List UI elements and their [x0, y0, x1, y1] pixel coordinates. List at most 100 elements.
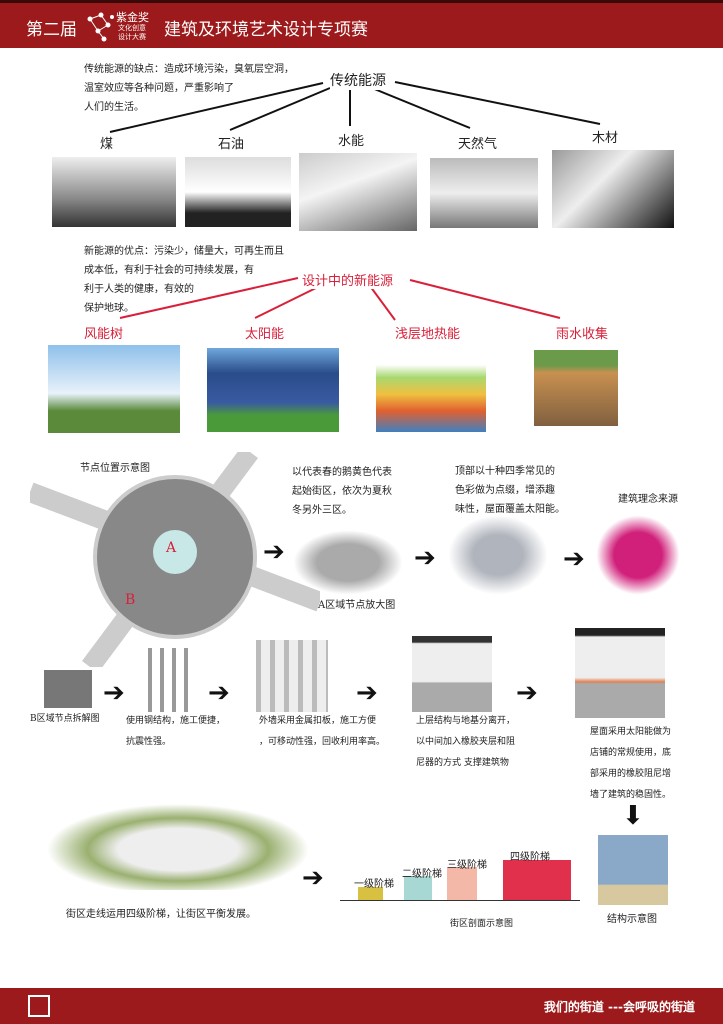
text-line: 以代表春的鹅黄色代表 — [292, 467, 392, 478]
level-2-block — [404, 876, 432, 900]
logo-main: 紫金奖 — [116, 11, 149, 24]
section-caption: 街区剖面示意图 — [450, 919, 514, 929]
wood-photo — [552, 150, 674, 228]
text-line: 冬另外三区。 — [292, 505, 352, 516]
solar-label: 太阳能 — [245, 327, 285, 342]
marker-a: A — [166, 540, 177, 556]
arrow-right-icon: ➔ — [563, 544, 585, 574]
ground-line — [340, 900, 580, 901]
header-bar: 第二届 紫金奖 文化创意 设计大赛 建筑及环境艺术设计专项赛 — [0, 0, 723, 48]
level-2-label: 二级阶梯 — [402, 869, 442, 880]
arrow-right-icon: ➔ — [263, 537, 285, 567]
text-line: 上层结构与地基分离开， — [416, 716, 516, 726]
text-line: 以中间加入橡胶夹层和阻 — [416, 737, 516, 747]
level-1-label: 一级阶梯 — [354, 879, 394, 890]
oil-photo — [185, 157, 291, 227]
arrow-down-icon: ⬇ — [622, 801, 644, 831]
street-aerial-render — [36, 800, 320, 890]
zone-a-label: A区域节点放大图 — [318, 600, 396, 611]
text-line: 外墙采用金属扣板，施工方便 — [259, 716, 377, 726]
wind-tree-label: 风能树 — [84, 327, 124, 342]
energy-hydro-label: 水能 — [338, 134, 365, 149]
zone-a-text: 以代表春的鹅黄色代表 起始街区，依次为夏秋 冬另外三区。 — [292, 463, 392, 520]
hydro-photo — [299, 153, 417, 231]
roof-text: 顶部以十种四季常见的 色彩做为点缀，增添趣 味性，屋面覆盖太阳能。 — [455, 462, 565, 519]
desc-line: 成本低，有利于社会的可持续发展，有 — [84, 265, 254, 276]
structure-caption: 结构示意图 — [607, 914, 657, 925]
solar-photo — [207, 348, 339, 432]
step5-caption: 屋面采用太阳能做为店铺的常规使用，底部采用的橡胶阻尼增墙了建筑的稳固性。 — [590, 722, 671, 806]
text-line: 墙了建筑的稳固性。 — [590, 790, 672, 800]
logo-sub2: 设计大赛 — [118, 33, 146, 41]
footer-bar: 我们的街道 ---会呼吸的街道 — [0, 988, 723, 1024]
arrow-right-icon: ➔ — [302, 863, 324, 893]
traditional-title: 传统能源 — [330, 70, 386, 90]
text-line: 使用钢结构，施工便捷， — [126, 716, 226, 726]
level-1-block — [358, 887, 383, 900]
desc-line: 新能源的优点：污染少，储量大，可再生而且 — [84, 246, 284, 257]
text-line: 屋面采用太阳能做为 — [590, 727, 672, 737]
new-energy-title: 设计中的新能源 — [302, 270, 394, 289]
gas-photo — [430, 158, 538, 228]
arrow-right-icon: ➔ — [103, 678, 125, 708]
arrow-right-icon: ➔ — [516, 678, 538, 708]
structure-diagram — [598, 835, 668, 905]
level-3-block — [447, 867, 477, 900]
rainwater-diagram — [534, 350, 618, 426]
arrow-right-icon: ➔ — [208, 678, 230, 708]
arrow-right-icon: ➔ — [414, 543, 436, 573]
step2-model — [148, 648, 196, 712]
step1-caption: B区域节点拆解图 — [30, 714, 100, 724]
text-line: 店铺的常规使用，底 — [590, 748, 672, 758]
step3-caption: 外墙采用金属扣板，施工方便 ，可移动性强，回收利用率高。 — [259, 711, 385, 753]
energy-oil-label: 石油 — [218, 137, 245, 152]
arrow-right-icon: ➔ — [356, 678, 378, 708]
coal-photo — [52, 157, 176, 227]
zone-a-model — [293, 530, 403, 595]
text-line: 抗震性强。 — [126, 737, 172, 747]
level-4-block — [503, 860, 571, 900]
edition-label: 第二届 — [26, 20, 77, 40]
text-line: 起始街区，依次为夏秋 — [292, 486, 392, 497]
logo-sub1: 文化创意 — [118, 24, 146, 32]
geothermal-label: 浅层地热能 — [395, 327, 461, 342]
site-plan-label: 节点位置示意图 — [80, 463, 150, 474]
wind-tree-photo — [48, 345, 180, 433]
flower-photo — [596, 515, 680, 595]
street-caption: 街区走线运用四级阶梯，让街区平衡发展。 — [66, 909, 256, 920]
step1-model — [44, 670, 92, 708]
text-line: 尼器的方式 支撑建筑物 — [416, 758, 509, 768]
footer-slogan: 我们的街道 ---会呼吸的街道 — [543, 1000, 695, 1014]
text-line: ，可移动性强，回收利用率高。 — [259, 737, 386, 747]
energy-coal-label: 煤 — [100, 137, 114, 152]
desc-line: 温室效应等各种问题，严重影响了 — [84, 83, 234, 94]
desc-line: 人们的生活。 — [84, 102, 144, 113]
marker-b: B — [125, 592, 136, 608]
text-line: 味性，屋面覆盖太阳能。 — [455, 504, 565, 515]
desc-line: 利于人类的健康，有效的 — [84, 284, 194, 295]
site-plan-diagram: A B — [26, 446, 324, 673]
energy-wood-label: 木材 — [592, 131, 619, 146]
step2-caption: 使用钢结构，施工便捷， 抗震性强。 — [126, 711, 225, 753]
step4-caption: 上层结构与地基分离开， 以中间加入橡胶夹层和阻尼器的方式 支撑建筑物 — [416, 711, 515, 774]
energy-gas-label: 天然气 — [458, 137, 498, 152]
new-energy-desc: 新能源的优点：污染少，储量大，可再生而且 成本低，有利于社会的可持续发展，有 利… — [84, 242, 284, 318]
concept-label: 建筑理念来源 — [618, 494, 678, 505]
competition-title: 建筑及环境艺术设计专项赛 — [164, 20, 368, 40]
text-line: 顶部以十种四季常见的 — [455, 466, 555, 477]
desc-line: 保护地球。 — [84, 303, 134, 314]
roof-model — [448, 515, 548, 595]
step5-model — [575, 628, 665, 718]
desc-line: 传统能源的缺点：造成环境污染，臭氧层空洞， — [84, 64, 294, 75]
text-line: 色彩做为点缀，增添趣 — [455, 485, 555, 496]
geothermal-diagram — [376, 348, 486, 432]
footer-logo-icon — [28, 995, 50, 1017]
logo-network-icon — [86, 9, 116, 43]
level-4-label: 四级阶梯 — [510, 852, 550, 863]
traditional-desc: 传统能源的缺点：造成环境污染，臭氧层空洞， 温室效应等各种问题，严重影响了 人们… — [84, 60, 294, 117]
text-line: 部采用的橡胶阻尼增 — [590, 769, 672, 779]
step4-model — [412, 636, 492, 712]
rainwater-label: 雨水收集 — [556, 327, 609, 342]
section-diagram: 一级阶梯 二级阶梯 三级阶梯 四级阶梯 — [340, 840, 580, 902]
